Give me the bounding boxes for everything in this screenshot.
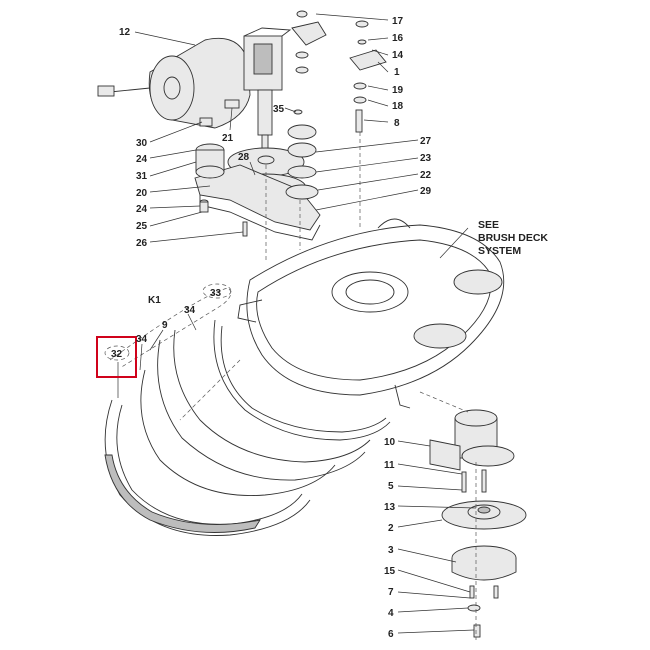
callout-K1: K1 [148,295,161,306]
callout-20: 20 [136,188,148,199]
callout-24-lower: 24 [136,204,148,215]
callout-26: 26 [136,238,148,249]
callout-34-left: 34 [136,334,148,345]
right-fastener-stack [285,10,387,200]
callout-18: 18 [392,101,404,112]
callout-19: 19 [392,85,404,96]
callout-24-upper: 24 [136,154,148,165]
callout-31: 31 [136,171,148,182]
leader-lines [117,13,477,634]
callout-2: 2 [388,523,394,534]
callout-12: 12 [119,27,131,38]
brush-skirts [104,319,391,536]
callout-17: 17 [392,16,404,27]
guide-lines [109,132,477,640]
see-note: SEE BRUSH DECK SYSTEM [478,219,548,257]
callout-32: 32 [111,349,123,360]
callout-5: 5 [388,481,394,492]
see-note-line-3: SYSTEM [478,245,521,257]
callout-13: 13 [384,502,396,513]
callout-34-right: 34 [184,305,196,316]
highlight-box [96,336,137,378]
callout-35: 35 [273,104,285,115]
callout-23: 23 [420,153,432,164]
callout-29: 29 [420,186,432,197]
dashed-ellipse-33 [202,283,232,299]
motor-assembly [97,27,292,166]
callout-4: 4 [388,608,394,619]
see-note-line-2: BRUSH DECK [478,232,548,244]
callout-11: 11 [384,460,395,471]
callout-labels: 12 17 16 14 1 19 18 8 35 21 30 24 31 20 … [111,16,432,640]
callout-25: 25 [136,221,148,232]
callout-6: 6 [388,629,394,640]
callout-8: 8 [394,118,400,129]
drive-hub-stack [429,409,527,638]
callout-30: 30 [136,138,148,149]
callout-9: 9 [162,320,168,331]
callout-15: 15 [384,566,396,577]
dashed-ellipse-32 [104,345,130,361]
callout-22: 22 [420,170,432,181]
callout-27: 27 [420,136,432,147]
callout-14: 14 [392,50,404,61]
callout-16: 16 [392,33,404,44]
bracket-arm [194,143,321,241]
callout-1: 1 [394,67,400,78]
callout-28: 28 [238,152,250,163]
callout-21: 21 [222,133,234,144]
callout-3: 3 [388,545,394,556]
left-fasteners [199,199,248,237]
callout-7: 7 [388,587,394,598]
see-note-line-1: SEE [478,219,499,231]
callout-10: 10 [384,437,396,448]
callout-33: 33 [210,288,222,299]
brush-deck [237,218,505,409]
